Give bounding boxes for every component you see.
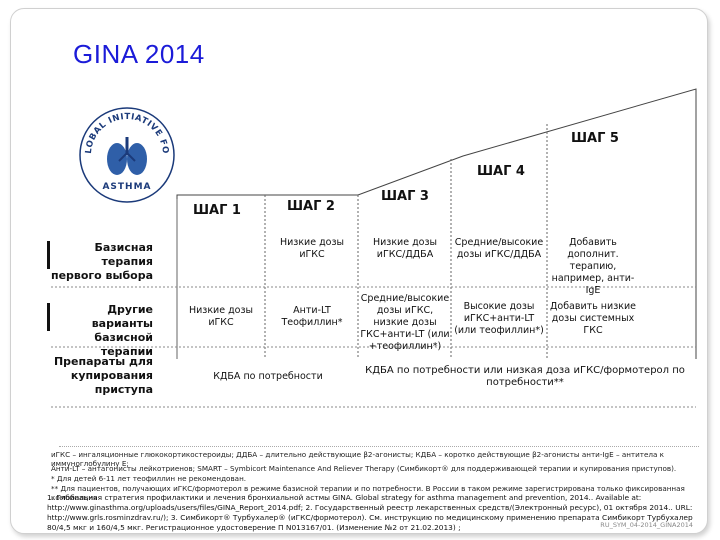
cell-alt-step1: Низкие дозы иГКС xyxy=(188,305,254,328)
page-title: GINA 2014 xyxy=(73,39,205,69)
cell-alt-step2: Анти-LT Теофиллин* xyxy=(281,305,343,328)
row-header-first-line: Базисная терапия первого выбора xyxy=(50,241,153,282)
footnote-abbrev-2: Анти-LT – антагонисты лейкотриенов; SMAR… xyxy=(51,464,677,473)
slide-frame: GINA 2014 GLOBAL INITIATIVE FOR ASTHMA Ш… xyxy=(10,8,708,534)
gina-logo: GLOBAL INITIATIVE FOR ASTHMA xyxy=(77,105,175,203)
row-marker-alternatives xyxy=(47,303,50,331)
row-header-reliever: Препараты для купирования приступа xyxy=(53,355,153,396)
step-4-label: ШАГ 4 xyxy=(477,164,525,179)
cell-first-line-step2: Низкие дозы иГКС xyxy=(279,237,345,260)
steps-staircase xyxy=(51,88,697,408)
step-2-label: ШАГ 2 xyxy=(287,199,335,214)
cell-first-line-step5: Добавить дополнит. терапию, например, ан… xyxy=(551,237,635,296)
step-5-label: ШАГ 5 xyxy=(571,131,619,146)
row-header-alternatives: Другие варианты базисной терапии xyxy=(91,303,153,358)
logo-bottom-text: ASTHMA xyxy=(102,182,151,192)
step-3-label: ШАГ 3 xyxy=(381,189,429,204)
footnote-theophylline: * Для детей 6-11 лет теофиллин не рекоме… xyxy=(51,474,247,483)
cell-reliever-steps12: КДБА по потребности xyxy=(213,371,323,382)
footnote-separator xyxy=(59,446,699,447)
cell-alt-step5: Добавить низкие дозы системных ГКС xyxy=(549,301,637,336)
cell-first-line-step4: Средние/высокие дозы иГКС/ДДБА xyxy=(454,237,544,260)
footnote-abbrev-1: иГКС – ингаляционные глюкокортикостероид… xyxy=(51,450,665,468)
references: 1. Глобальная стратегия профилактики и л… xyxy=(47,493,693,532)
cell-alt-step3: Средние/высокие дозы иГКС, низкие дозы Г… xyxy=(360,293,450,352)
cell-first-line-step3: Низкие дозы иГКС/ДДБА xyxy=(372,237,438,260)
cell-reliever-steps35: КДБА по потребности или низкая доза иГКС… xyxy=(365,365,685,388)
row-marker-first-line xyxy=(47,241,50,269)
footnote-smart: ** Для пациентов, получающих иГКС/формот… xyxy=(51,484,685,502)
step-1-label: ШАГ 1 xyxy=(193,203,241,218)
document-code: RU_SYM_04-2014_GINA2014 xyxy=(600,521,693,529)
cell-alt-step4: Высокие дозы иГКС+анти-LT (или теофиллин… xyxy=(454,301,544,336)
